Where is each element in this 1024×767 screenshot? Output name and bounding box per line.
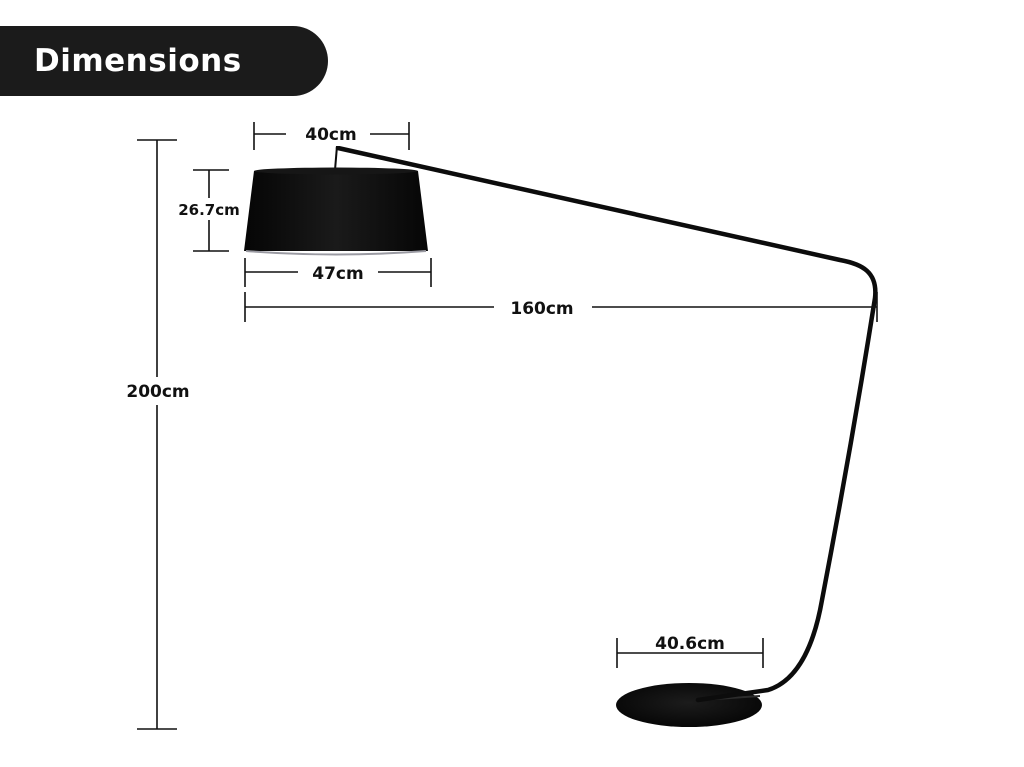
dimension-base-diameter: 40.6cm [616,630,764,668]
shade-bottom-width-label: 47cm [312,264,363,284]
lampshade-top-rim [254,167,418,175]
shade-height-label: 26.7cm [178,201,240,219]
dimension-shade-height: 26.7cm [172,169,246,252]
page-title: Dimensions [34,43,242,79]
shade-hanger [334,145,338,171]
floor-lamp-illustration [244,145,878,727]
dimension-arm-reach: 160cm [244,292,878,322]
lampshade [244,171,428,251]
lamp-base [616,683,762,727]
shade-top-width-label: 40cm [305,125,356,145]
dimension-shade-top-width: 40cm [253,120,410,150]
base-diameter-label: 40.6cm [655,634,725,654]
header-tab: Dimensions [0,26,328,96]
arm-reach-label: 160cm [510,299,573,319]
dimension-shade-bottom-width: 47cm [244,258,432,287]
dimension-total-height: 200cm [114,139,202,730]
total-height-label: 200cm [126,382,189,402]
lamp-pole-and-arm [335,145,878,703]
lampshade-inner-glow [245,250,427,256]
